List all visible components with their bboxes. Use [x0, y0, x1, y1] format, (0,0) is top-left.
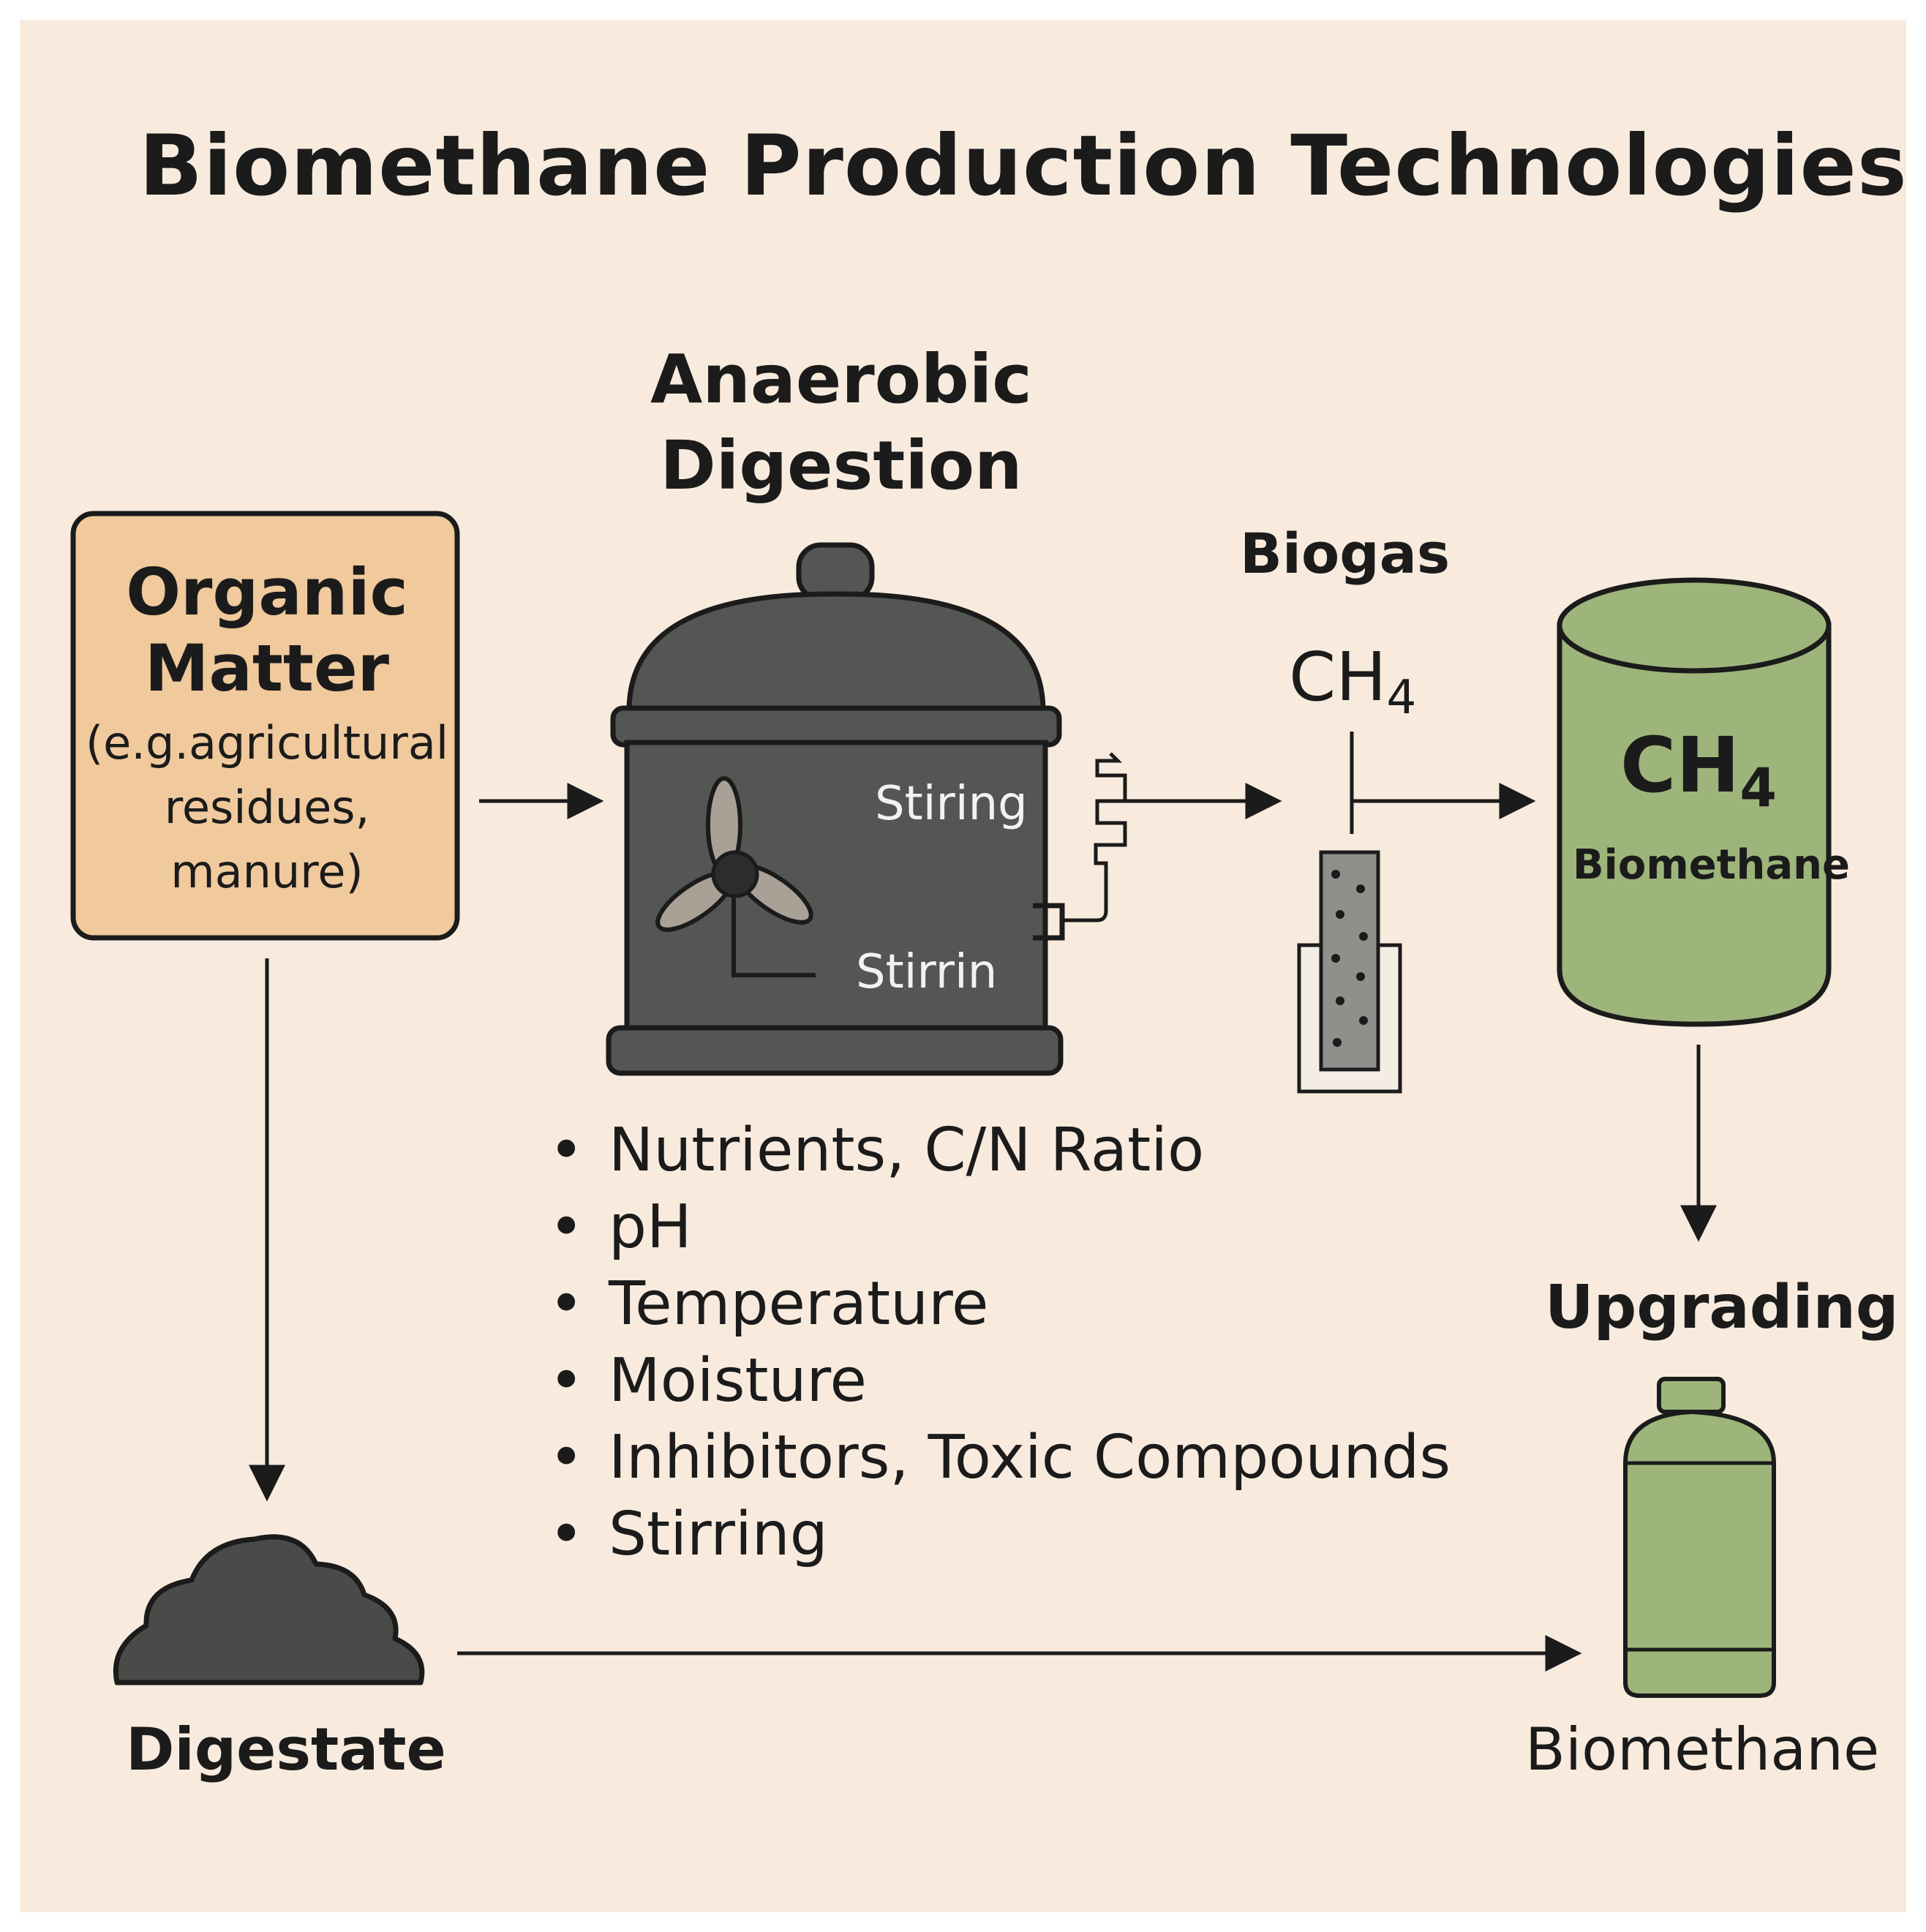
organic-matter-box: [70, 511, 460, 941]
digestate-pile-icon: [113, 1534, 425, 1685]
factor-item: Moisture: [549, 1342, 1451, 1419]
gas-cylinder-icon: [1623, 1377, 1776, 1698]
tank-biomethane-label: Biomethane: [1573, 841, 1850, 889]
stirrer-fan-icon: [655, 776, 816, 977]
organic-matter-title: Organic Matter: [126, 555, 408, 706]
diagram-title: Biomethane Production Technologies: [139, 117, 1908, 214]
biogas-filter-icon: [1297, 732, 1402, 1094]
biomethane-label: Biomethane: [1525, 1715, 1880, 1783]
factor-item: Inhibitors, Toxic Compounds: [549, 1419, 1451, 1496]
tank-formula: CH4: [1620, 721, 1777, 819]
organic-matter-examples: (e.g.agricultural residues, manure): [85, 716, 449, 898]
stirring-label-top: Stiring: [875, 777, 1028, 831]
tank-formula-subscript: 4: [1739, 757, 1778, 820]
biogas-formula: CH4: [1289, 638, 1416, 725]
stirring-label-bottom: Stirrin: [856, 945, 998, 999]
digester-tank-icon: [606, 542, 1065, 1076]
anaerobic-digestion-title: Anaerobic Digestion: [650, 340, 1032, 505]
biomethane-tank-icon: [1557, 577, 1832, 1027]
biogas-label: Biogas: [1240, 521, 1451, 586]
outlet-pipe: [1062, 752, 1127, 922]
upgrading-label: Upgrading: [1545, 1273, 1899, 1342]
factor-item: Nutrients, C/N Ratio: [549, 1112, 1451, 1189]
biogas-formula-subscript: 4: [1386, 670, 1417, 726]
digestion-factors-list: Nutrients, C/N Ratio pH Temperature Mois…: [549, 1112, 1451, 1573]
tank-formula-main: CH: [1620, 721, 1740, 810]
factor-item: pH: [549, 1189, 1451, 1266]
factor-item: Stirring: [549, 1496, 1451, 1573]
biogas-formula-main: CH: [1289, 638, 1387, 716]
factor-item: Temperature: [549, 1266, 1451, 1342]
digestate-label: Digestate: [126, 1715, 446, 1783]
